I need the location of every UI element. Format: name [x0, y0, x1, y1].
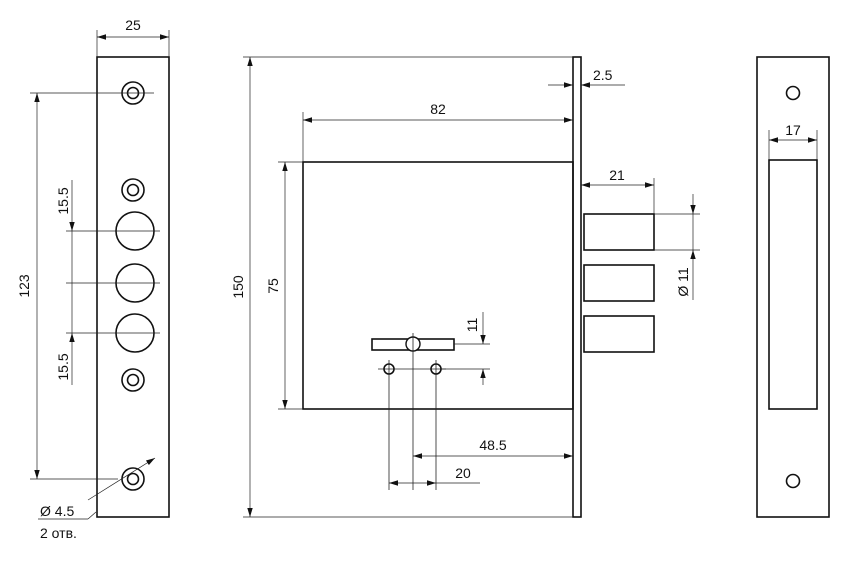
dim-plate-height: 150: [230, 56, 573, 518]
bolt-3: [583, 315, 655, 353]
dim-pin-spacing: 20: [389, 465, 480, 486]
lock-side-view: 150 75 82 2.5 21: [230, 56, 700, 518]
dim-keyhole-offset: 11: [441, 312, 490, 385]
bolt-2: [583, 264, 655, 302]
label-upper-spacing: 15.5: [55, 187, 71, 214]
dim-bolt-diameter: Ø 11: [654, 194, 700, 300]
label-bolt-projection: 21: [609, 167, 625, 183]
dim-faceplate-width: 25: [96, 17, 170, 57]
label-backset: 48.5: [479, 437, 506, 453]
label-faceplate-thickness: 2.5: [593, 67, 613, 83]
label-plate-height: 150: [230, 275, 246, 299]
label-hole-count: 2 отв.: [40, 525, 77, 541]
faceplate-outline: [96, 56, 170, 518]
strike-bottom-hole: [785, 473, 801, 489]
label-keyhole-offset: 11: [464, 318, 480, 333]
bolt-1: [583, 213, 655, 251]
lower-small-hole: [121, 368, 145, 392]
dim-total-height-left: 123: [16, 92, 154, 480]
upper-small-hole: [121, 178, 145, 202]
label-body-height: 75: [265, 278, 281, 294]
keyhole: [371, 333, 455, 490]
strike-opening: [768, 159, 818, 410]
strike-top-hole: [785, 85, 801, 101]
dim-bolt-projection: 21: [581, 167, 655, 214]
label-faceplate-width: 25: [125, 17, 141, 33]
dim-body-depth: 82: [302, 101, 573, 162]
dim-body-height: 75: [265, 161, 303, 410]
label-total-height-left: 123: [16, 274, 32, 298]
faceplate-front-view: 25 123 15.5 15.5 Ø 4.5 2 отв.: [16, 17, 170, 541]
strike-plate-outline: [756, 56, 830, 518]
bottom-mounting-hole: [121, 467, 145, 491]
dim-hole-diameter: Ø 4.5 2 отв.: [38, 457, 156, 541]
dim-backset: 48.5: [413, 437, 573, 459]
label-body-depth: 82: [430, 101, 446, 117]
label-strike-opening-width: 17: [785, 122, 801, 138]
label-bolt-diameter: Ø 11: [675, 267, 691, 297]
label-lower-spacing: 15.5: [55, 353, 71, 380]
label-hole-diameter: Ø 4.5: [40, 503, 74, 519]
strike-plate-view: 17: [756, 56, 830, 518]
faceplate-side: [572, 56, 582, 518]
lock-body: [302, 161, 574, 410]
label-pin-spacing: 20: [455, 465, 471, 481]
dim-faceplate-thickness: 2.5: [548, 67, 625, 88]
dim-bolt-spacing: 15.5 15.5: [55, 180, 160, 385]
dim-strike-opening-width: 17: [768, 122, 818, 160]
